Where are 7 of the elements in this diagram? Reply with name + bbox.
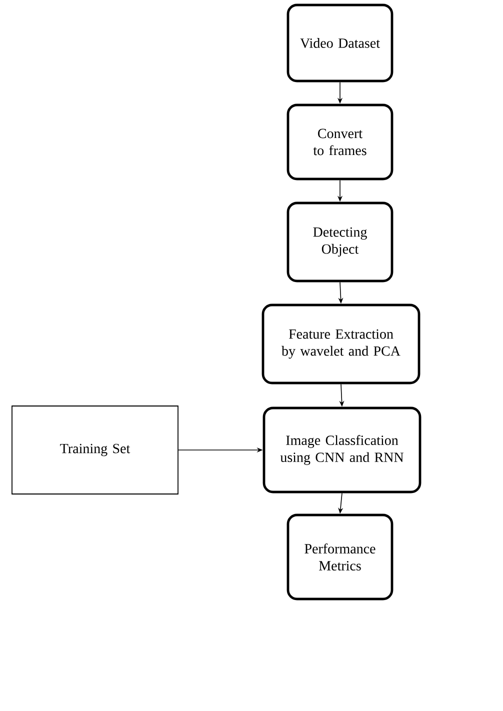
- process-box: Feature Extraction by wavelet and PCA: [262, 304, 420, 384]
- process-box: Performance Metrics: [286, 514, 394, 600]
- process-box: Convert to frames: [286, 104, 394, 180]
- process-box: Image Classfication using CNN and RNN: [262, 406, 422, 494]
- process-box: Video Dataset: [286, 4, 394, 82]
- input-box: Training Set: [12, 406, 178, 494]
- process-box: Detecting Object: [286, 202, 394, 282]
